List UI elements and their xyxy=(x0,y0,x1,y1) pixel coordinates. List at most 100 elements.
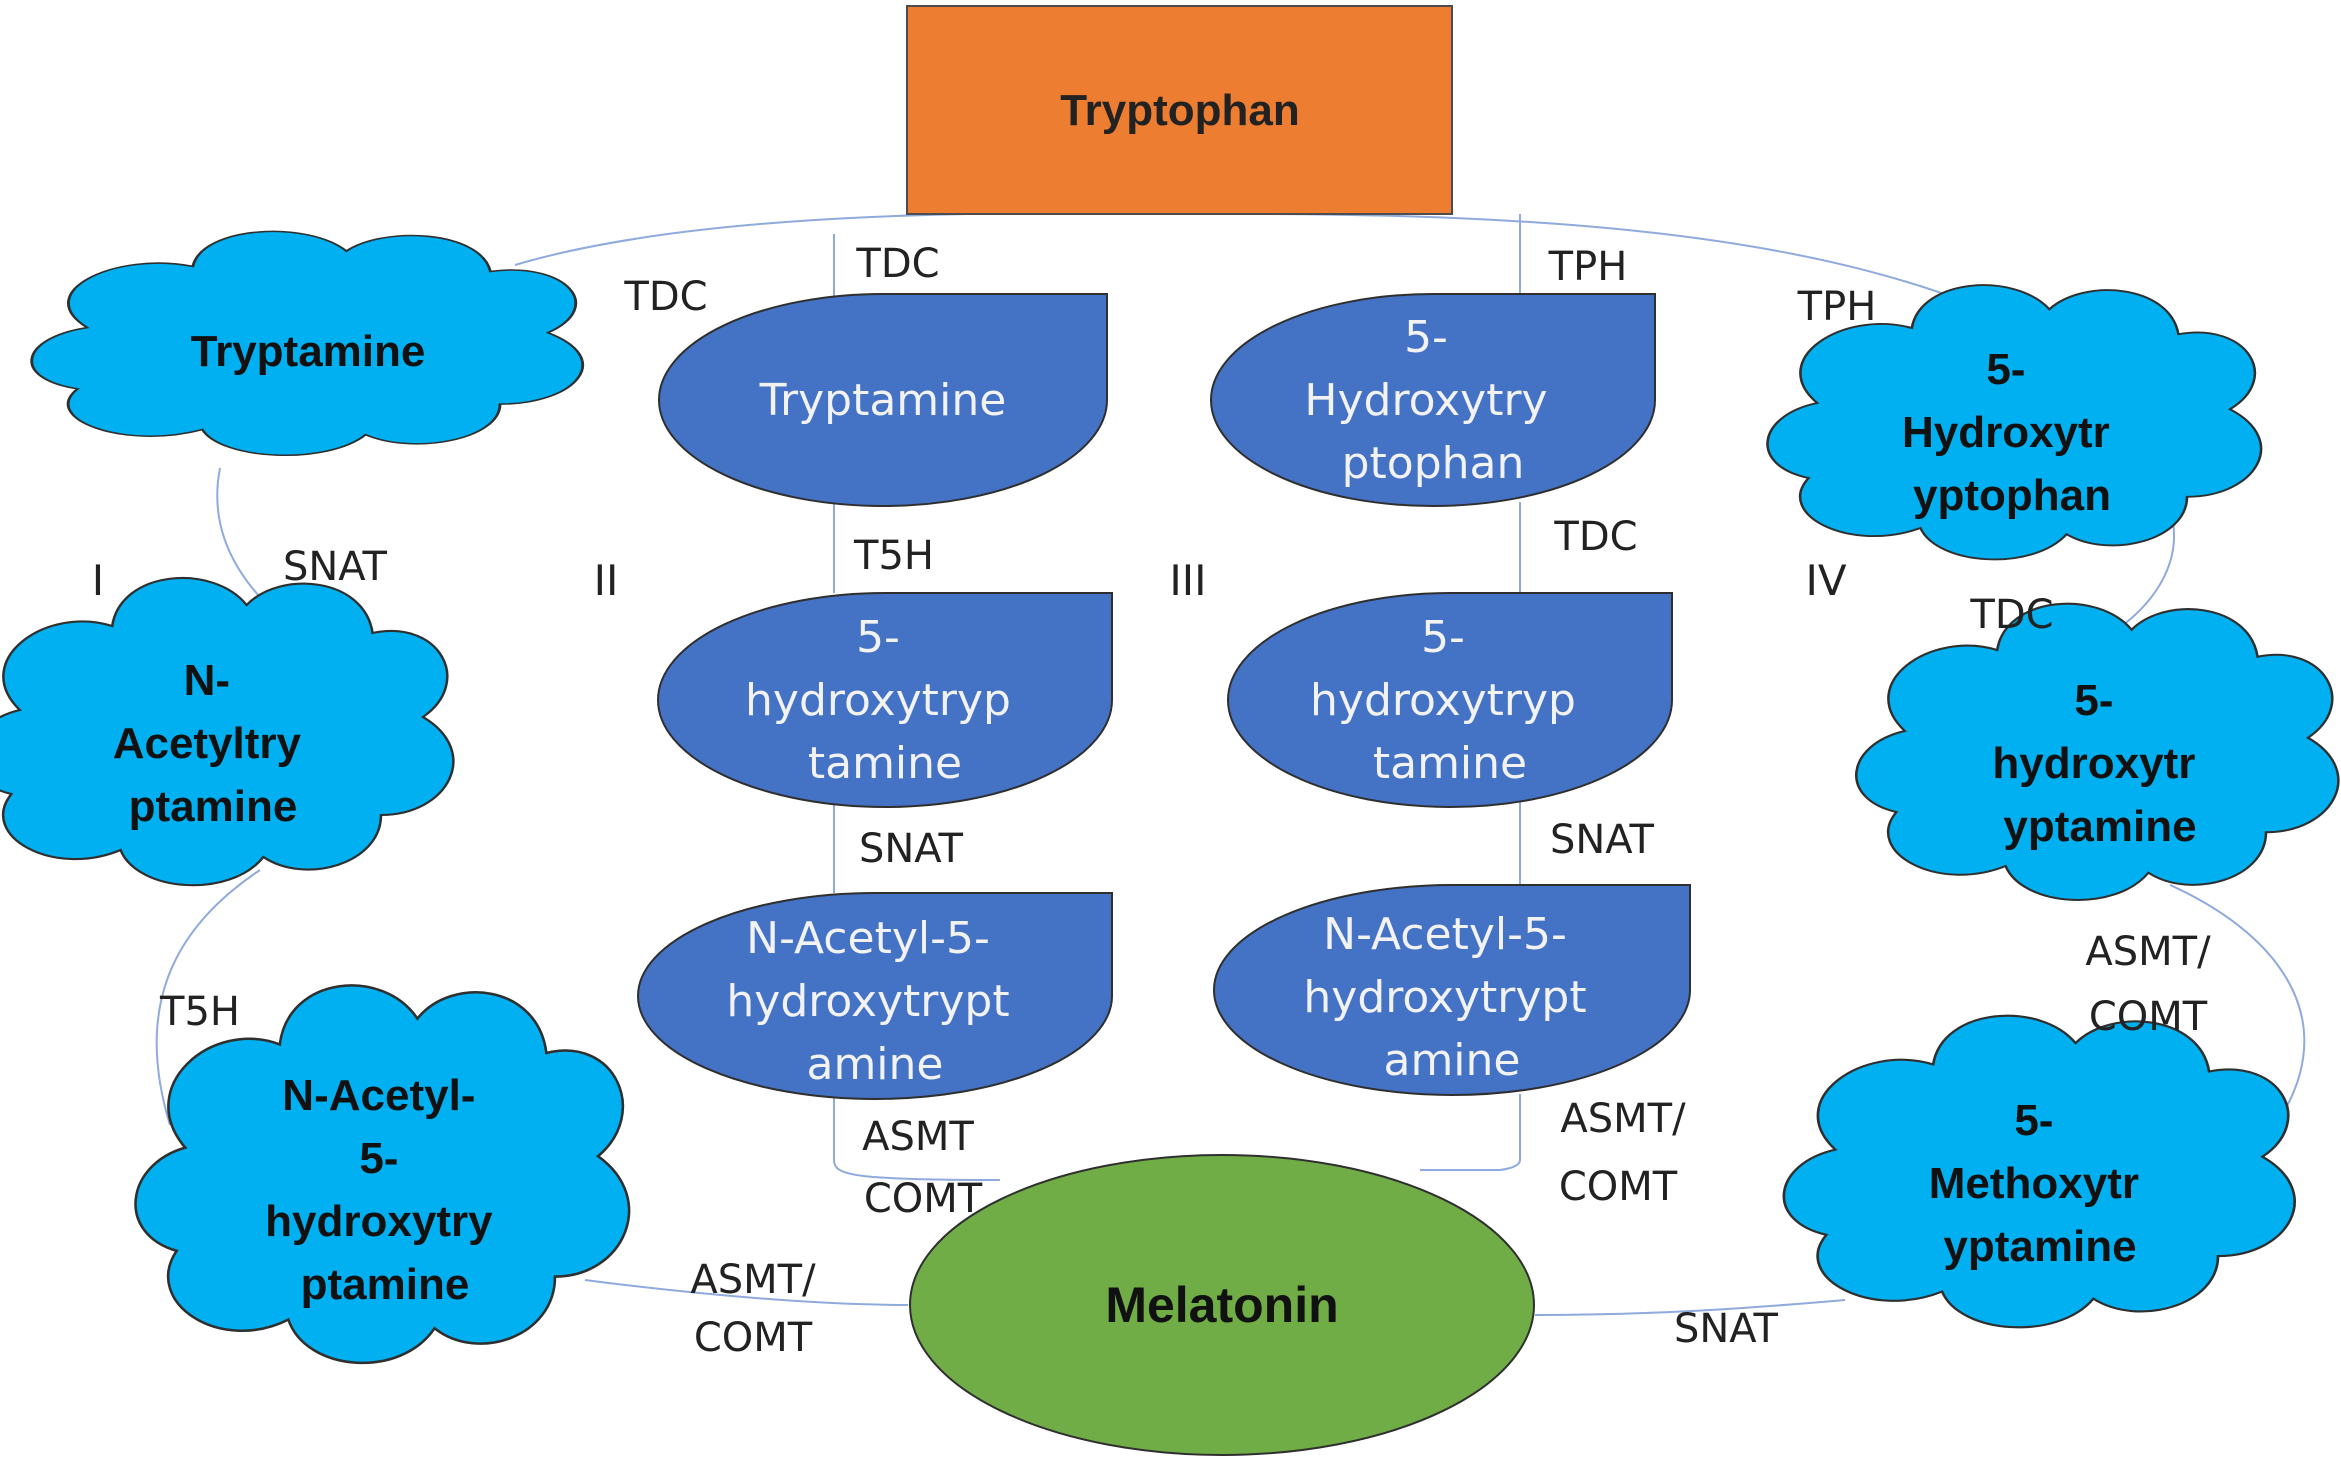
p3-node-3: N-Acetyl-5- hydroxytrypt amine xyxy=(1213,884,1691,1096)
p4-node-2: 5- hydroxytr yptamine xyxy=(1855,602,2340,902)
p4-node-3-text: 5- Methoxytr yptamine xyxy=(1929,1096,2151,1271)
p2-node-3-line-1: N-Acetyl-5- xyxy=(746,913,990,964)
p1-node-2-line-3: ptamine xyxy=(129,782,298,831)
p3-enzyme-asmt: ASMT/ xyxy=(1560,1096,1686,1142)
pathway-label-4: IV xyxy=(1805,556,1846,605)
p4-node-3-line-2: Methoxytr xyxy=(1929,1159,2139,1208)
p2-node-1-line-1: Tryptamine xyxy=(759,375,1007,426)
connector-p2-d xyxy=(833,1098,1001,1181)
p3-node-2-line-2: hydroxytryp xyxy=(1310,675,1576,726)
pathway-labels: I II III IV xyxy=(92,556,1847,605)
p2-node-3-line-3: amine xyxy=(806,1039,943,1090)
p1-node-3-text: N-Acetyl- 5- hydroxytry ptamine xyxy=(265,1071,505,1309)
p4-node-2-text: 5- hydroxytr yptamine xyxy=(1992,676,2207,851)
p2-node-3-line-2: hydroxytrypt xyxy=(726,976,1009,1027)
p1-enzyme-asmt: ASMT/ xyxy=(690,1257,816,1303)
p3-node-2-line-3: tamine xyxy=(1373,738,1527,789)
p2-enzyme-t5h: T5H xyxy=(853,533,934,579)
connector-p1-b xyxy=(155,869,261,1126)
p4-node-1-line-2: Hydroxytr xyxy=(1902,408,2110,457)
p3-node-1-line-3: ptophan xyxy=(1342,438,1525,489)
p4-enzymes: TPH TDC ASMT/ COMT SNAT xyxy=(1674,284,2211,1352)
p3-enzymes: TPH TDC SNAT ASMT/ COMT xyxy=(1548,244,1686,1210)
p4-node-2-line-2: hydroxytr xyxy=(1992,739,2195,788)
p4-enzyme-asmt: ASMT/ xyxy=(2085,929,2211,975)
p4-enzyme-comt: COMT xyxy=(2089,994,2208,1040)
p3-node-3-line-2: hydroxytrypt xyxy=(1303,972,1586,1023)
p1-node-3-line-4: ptamine xyxy=(301,1260,470,1309)
pathway-2: Tryptamine 5- hydroxytryp tamine N-Acety… xyxy=(637,241,1113,1222)
p2-node-3-text: N-Acetyl-5- hydroxytrypt amine xyxy=(726,913,1023,1090)
p4-enzyme-tph: TPH xyxy=(1797,284,1877,330)
p2-node-1-text: Tryptamine xyxy=(759,375,1007,426)
p2-node-2-text: 5- hydroxytryp tamine xyxy=(745,612,1025,789)
p3-node-3-line-3: amine xyxy=(1383,1035,1520,1086)
connector-p3-d xyxy=(1420,1094,1521,1171)
p4-node-1-line-1: 5- xyxy=(1986,345,2025,394)
tryptophan-label: Tryptophan xyxy=(1060,86,1300,135)
p3-node-2-line-1: 5- xyxy=(1421,612,1465,663)
p2-node-2-line-2: hydroxytryp xyxy=(745,675,1011,726)
p3-node-3-text: N-Acetyl-5- hydroxytrypt amine xyxy=(1303,909,1600,1086)
p2-node-1: Tryptamine xyxy=(658,293,1108,507)
p1-node-2-line-1: N- xyxy=(184,656,230,705)
p2-enzyme-asmt: ASMT xyxy=(862,1114,974,1160)
p1-enzymes: TDC SNAT T5H ASMT/ COMT xyxy=(159,274,816,1361)
melatonin-node: Melatonin xyxy=(909,1154,1535,1456)
p4-node-3-line-1: 5- xyxy=(2014,1096,2053,1145)
p2-node-2-line-3: tamine xyxy=(808,738,962,789)
pathway-label-2: II xyxy=(594,556,619,605)
p3-node-1-line-1: 5- xyxy=(1404,312,1448,363)
p1-enzyme-tdc: TDC xyxy=(623,274,707,320)
p1-node-1-line-1: Tryptamine xyxy=(191,327,426,376)
p3-enzyme-comt: COMT xyxy=(1559,1164,1678,1210)
p2-node-2: 5- hydroxytryp tamine xyxy=(657,592,1113,808)
connector-p4-b xyxy=(2169,884,2306,1111)
p2-enzymes: TDC T5H SNAT ASMT COMT xyxy=(853,241,983,1222)
p1-node-2: N- Acetyltry ptamine xyxy=(0,576,455,887)
p4-node-3: 5- Methoxytr yptamine xyxy=(1782,1014,2296,1329)
p3-enzyme-tph: TPH xyxy=(1548,244,1628,290)
p4-node-1: 5- Hydroxytr yptophan xyxy=(1766,283,2263,561)
p2-enzyme-comt: COMT xyxy=(864,1176,983,1222)
p2-enzyme-snat: SNAT xyxy=(859,826,964,872)
p1-node-3: N-Acetyl- 5- hydroxytry ptamine xyxy=(134,984,631,1365)
connector-p4-c xyxy=(1534,1299,1846,1316)
pathway-label-1: I xyxy=(92,556,104,605)
p3-node-1: 5- Hydroxytry ptophan xyxy=(1210,293,1656,507)
p3-enzyme-snat: SNAT xyxy=(1550,817,1655,863)
pathway-3: 5- Hydroxytry ptophan 5- hydroxytryp tam… xyxy=(1210,244,1691,1210)
pathway-1: Tryptamine N- Acetyltry ptamine N-Acetyl… xyxy=(0,229,816,1365)
p1-node-1: Tryptamine xyxy=(30,229,585,457)
p4-node-2-line-3: yptamine xyxy=(2003,802,2196,851)
p1-node-3-line-3: hydroxytry xyxy=(265,1197,493,1246)
p4-node-1-text: 5- Hydroxytr yptophan xyxy=(1902,345,2122,520)
p1-node-2-line-2: Acetyltry xyxy=(113,719,302,768)
p1-node-1-text: Tryptamine xyxy=(191,327,426,376)
p4-enzyme-snat: SNAT xyxy=(1674,1306,1779,1352)
connector-p1-c xyxy=(584,1279,909,1306)
p1-enzyme-snat: SNAT xyxy=(283,544,388,590)
melatonin-label: Melatonin xyxy=(1105,1277,1338,1333)
p4-enzyme-tdc: TDC xyxy=(1969,592,2053,638)
p3-node-1-line-2: Hydroxytry xyxy=(1304,375,1547,426)
p3-node-1-text: 5- Hydroxytry ptophan xyxy=(1304,312,1561,489)
pathway-4: 5- Hydroxytr yptophan 5- hydroxytr yptam… xyxy=(1674,283,2340,1352)
p1-enzyme-comt: COMT xyxy=(694,1315,813,1361)
p3-enzyme-tdc: TDC xyxy=(1553,514,1637,560)
p1-enzyme-t5h: T5H xyxy=(159,989,240,1035)
tryptophan-node: Tryptophan xyxy=(906,5,1453,215)
p4-node-3-line-3: yptamine xyxy=(1943,1222,2136,1271)
p3-node-2: 5- hydroxytryp tamine xyxy=(1227,592,1673,808)
p3-node-3-line-1: N-Acetyl-5- xyxy=(1323,909,1567,960)
p1-node-2-text: N- Acetyltry ptamine xyxy=(113,656,314,831)
p4-node-1-line-3: yptophan xyxy=(1913,471,2111,520)
pathway-label-3: III xyxy=(1169,556,1206,605)
p2-node-2-line-1: 5- xyxy=(856,612,900,663)
p3-node-2-text: 5- hydroxytryp tamine xyxy=(1310,612,1590,789)
p1-node-3-line-2: 5- xyxy=(359,1134,398,1183)
p2-enzyme-tdc: TDC xyxy=(855,241,939,287)
p1-node-3-line-1: N-Acetyl- xyxy=(282,1071,475,1120)
p4-node-2-line-1: 5- xyxy=(2074,676,2113,725)
